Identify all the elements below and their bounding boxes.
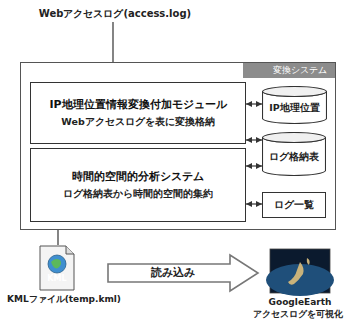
database-cylinder: ログ格納表 xyxy=(262,132,326,176)
data-connector xyxy=(246,165,262,166)
module-description: ログ格納表から時間的空間的集約 xyxy=(63,188,213,200)
module-box: 時間的空間的分析システムログ格納表から時間的空間的集約 xyxy=(30,148,246,222)
data-connector xyxy=(246,103,262,104)
output-line xyxy=(57,230,58,245)
module-box: IP地理位置情報変換付加モジュール Webアクセスログを表に変換格納 xyxy=(30,82,246,144)
text-label: GoogleEarth xyxy=(254,297,346,308)
googleearth-image xyxy=(266,249,334,296)
text-label: 読み込み xyxy=(118,266,228,279)
text-label: Webアクセスログ(access.log) xyxy=(25,8,205,20)
system-frame: 変換システムIP地理位置情報変換付加モジュールWebアクセスログを表に変換格納I… xyxy=(20,62,336,230)
kml-icon xyxy=(40,246,74,290)
node-label: ログ一覧 xyxy=(274,199,314,211)
database-cylinder: IP地理位置 xyxy=(262,86,327,124)
node-label: ログ格納表 xyxy=(269,151,319,163)
module-description: Webアクセスログを表に変換格納 xyxy=(61,116,214,128)
list-box: ログ一覧 xyxy=(262,192,326,218)
text-label: KML xyxy=(40,274,74,284)
module-title: IP地理位置情報変換付加モジュール xyxy=(49,98,226,112)
data-connector xyxy=(246,139,262,140)
text-label: KMLファイル(temp.kml) xyxy=(2,294,126,305)
node-label: IP地理位置 xyxy=(269,102,320,114)
module-title: 時間的空間的分析システム xyxy=(72,170,204,184)
input-line xyxy=(112,22,113,62)
read-arrow xyxy=(108,255,258,291)
text-label: アクセスログを可視化 xyxy=(250,309,346,320)
data-connector xyxy=(246,203,262,204)
frame-title: 変換システム xyxy=(243,63,335,78)
